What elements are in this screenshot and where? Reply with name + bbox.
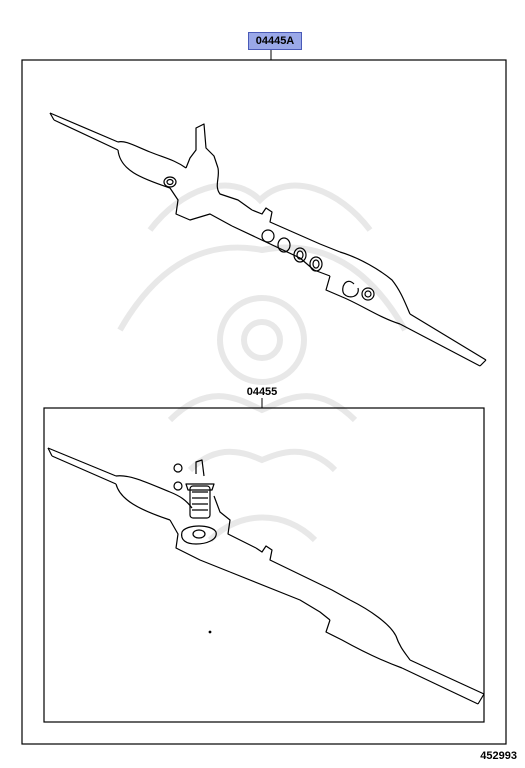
reference-number: 452993 <box>480 750 517 762</box>
steering-rack-lower <box>47 447 485 705</box>
main-assembly-frame <box>21 59 507 745</box>
sub-assembly-frame <box>43 407 485 723</box>
main-part-label[interactable]: 04445A <box>248 32 302 50</box>
watermark-emblem <box>117 182 408 543</box>
steering-rack-upper <box>49 112 487 367</box>
sub-part-label[interactable]: 04455 <box>246 386 278 398</box>
